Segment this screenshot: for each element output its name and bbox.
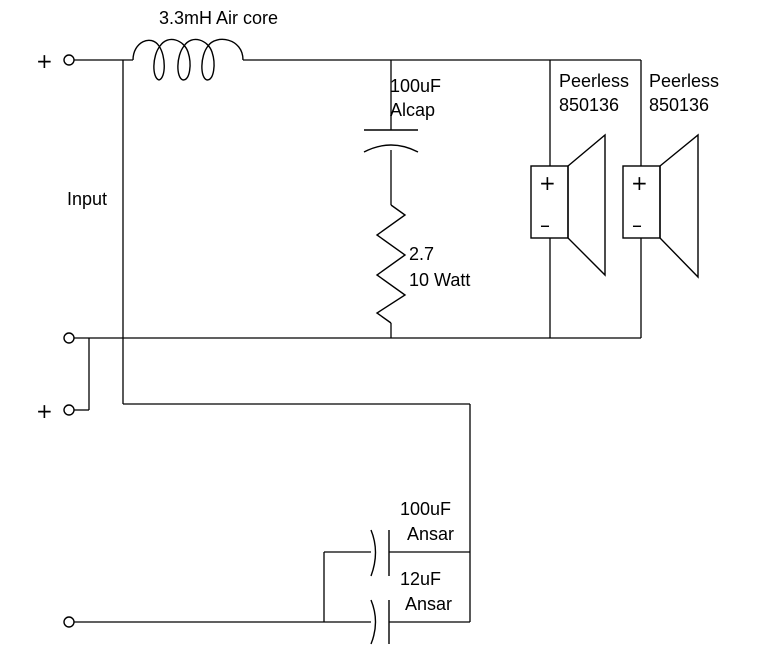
resistor-value-label: 2.7 xyxy=(409,244,434,264)
alcap-plate-curved xyxy=(363,144,419,153)
ansar-2-value-label: 12uF xyxy=(400,569,441,589)
speaker-1-model-label: 850136 xyxy=(559,95,619,115)
wires xyxy=(74,59,642,623)
resistor-zigzag xyxy=(375,204,407,324)
ansar-1-value-label: 100uF xyxy=(400,499,451,519)
input-terminal-1 xyxy=(63,54,75,66)
inductor-label: 3.3mH Air core xyxy=(159,8,278,28)
input-terminal-4 xyxy=(63,616,75,628)
speaker-2-cone xyxy=(659,133,699,279)
resistor-power-label: 10 Watt xyxy=(409,270,470,290)
inductor-coil xyxy=(132,38,244,81)
speaker-2: + – xyxy=(622,133,699,279)
speaker-2-minus: – xyxy=(632,213,642,237)
alcap-name-label: Alcap xyxy=(390,100,435,120)
ansar-2-plate-curved xyxy=(370,599,377,645)
ansar-1-plate-curved xyxy=(370,529,377,577)
alcap-value-label: 100uF xyxy=(390,76,441,96)
speaker-1-cone xyxy=(567,133,606,277)
terminal-3-plus-sign: + xyxy=(36,399,53,423)
speaker-2-brand-label: Peerless xyxy=(649,71,719,91)
input-terminal-2 xyxy=(63,332,75,344)
ansar-2-name-label: Ansar xyxy=(405,594,452,614)
input-terminal-3 xyxy=(63,404,75,416)
ansar-1-name-label: Ansar xyxy=(407,524,454,544)
speaker-2-plus: + xyxy=(631,171,648,195)
speaker-1-plus: + xyxy=(539,171,556,195)
input-label: Input xyxy=(67,189,107,209)
speaker-1-minus: – xyxy=(540,213,550,237)
speaker-2-model-label: 850136 xyxy=(649,95,709,115)
speaker-1: + – xyxy=(530,133,606,277)
speaker-1-brand-label: Peerless xyxy=(559,71,629,91)
terminal-1-plus-sign: + xyxy=(36,49,53,73)
